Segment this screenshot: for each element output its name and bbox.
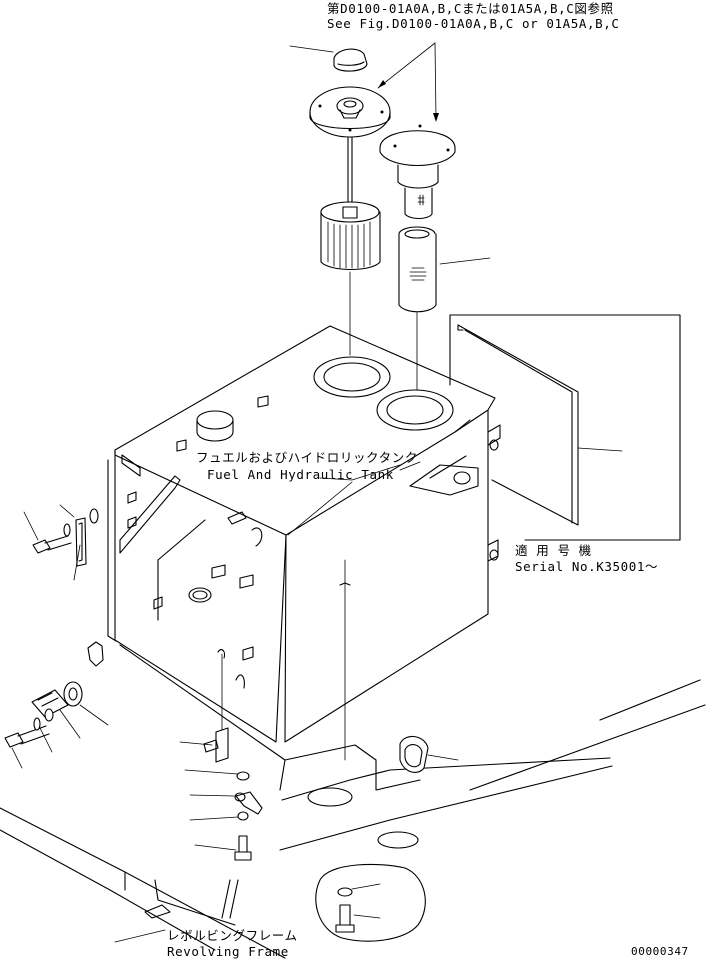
tank-label-jp: フュエルおよびハイドロリックタンク: [196, 450, 418, 465]
page-code: 00000347: [631, 945, 689, 958]
frame-cutaway: [315, 863, 426, 942]
serial-label-jp: 適 用 号 機: [515, 543, 592, 558]
alt-cover-and-filter: [379, 124, 456, 391]
reference-note-jp: 第D0100-01A0A,B,Cまたは01A5A,B,C図参照: [327, 1, 614, 16]
side-panel: [449, 314, 681, 541]
reference-note-en: See Fig.D0100-01A0A,B,C or 01A5A,B,C: [327, 16, 620, 31]
left-hardware: [4, 508, 104, 748]
revolving-frame: [0, 644, 706, 959]
tank-body: [107, 325, 501, 761]
cap-and-cover: [309, 48, 391, 356]
frame-label-en: Revolving Frame: [167, 944, 289, 959]
bottom-hardware: [203, 649, 429, 861]
leader-lines: [11, 42, 623, 851]
serial-label-en: Serial No.K35001～: [515, 559, 659, 574]
frame-label-jp: レボルビングフレーム: [167, 928, 298, 943]
tank-label-en: Fuel And Hydraulic Tank: [207, 467, 394, 482]
